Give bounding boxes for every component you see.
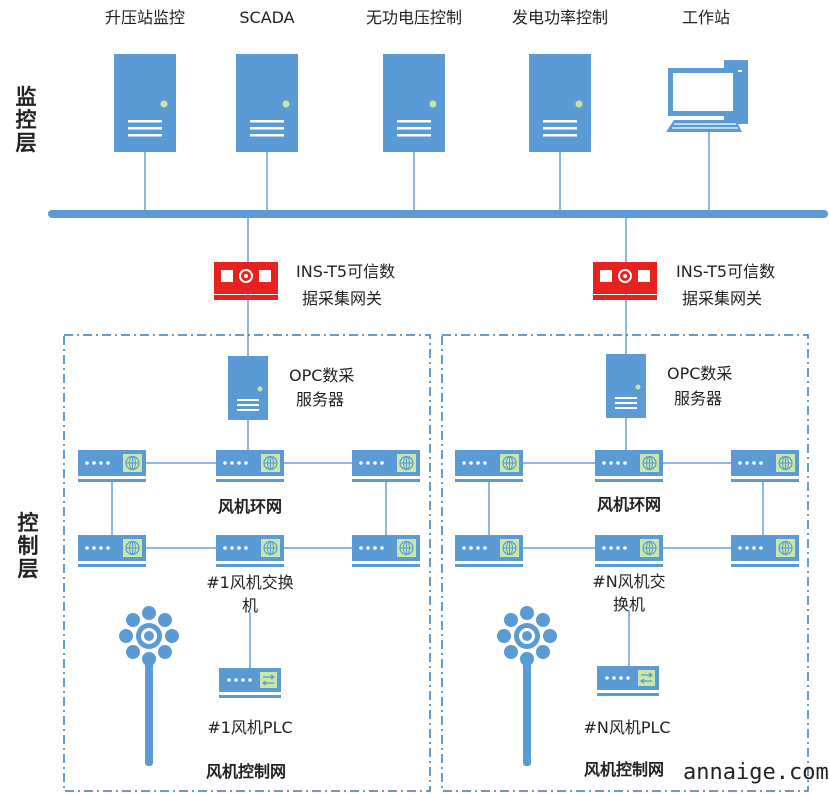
plc-left-icon (218, 667, 282, 699)
control-layer-label: 控制层 (17, 511, 39, 581)
active-label: 发电功率控制 (511, 8, 608, 27)
monitor-layer-label: 监控层 (15, 85, 37, 155)
turbine-right-icon (497, 606, 557, 766)
gateway-right-icon (592, 261, 658, 301)
scada-server-icon (236, 54, 298, 152)
net-right-label: 风机控制网 (583, 760, 664, 779)
gateway-left-label-2: 据采集网关 (302, 289, 383, 308)
switch-right-bottom-3-icon (730, 534, 800, 568)
opc-left-label-1: OPC数采 (289, 366, 355, 385)
opc-left-label-2: 服务器 (296, 390, 345, 409)
opc-right-label-2: 服务器 (674, 389, 723, 408)
switch-left-bottom-2-icon (215, 534, 285, 568)
active-server-icon (529, 54, 591, 152)
plc-right-icon (596, 665, 660, 697)
switch-left-top-1-icon (77, 449, 147, 483)
plc-left-label: #1风机PLC (207, 718, 293, 737)
switch-right-label-1: #N风机交 (592, 572, 666, 591)
switch-right-bottom-1-icon (454, 534, 524, 568)
gateway-left-icon (213, 261, 279, 301)
gateway-right-label-1: INS-T5可信数 (676, 262, 776, 281)
ring-right-label: 风机环网 (596, 495, 661, 514)
opc-server-right-icon (606, 354, 646, 418)
right-control-zone (441, 334, 809, 792)
switch-right-label-2: 换机 (612, 595, 645, 614)
scada-label: SCADA (239, 8, 295, 27)
gateway-left-label-1: INS-T5可信数 (296, 262, 396, 281)
booster-label: 升压站监控 (104, 8, 185, 27)
reactive-server-icon (383, 54, 445, 152)
switch-left-bottom-3-icon (351, 534, 421, 568)
booster-server-icon (114, 54, 176, 152)
net-left-label: 风机控制网 (205, 762, 286, 781)
workstation-icon (666, 60, 748, 132)
opc-right-label-1: OPC数采 (667, 364, 733, 383)
left-control-zone (63, 334, 431, 792)
opc-server-left-icon (228, 356, 268, 420)
switch-left-top-3-icon (351, 449, 421, 483)
switch-left-bottom-1-icon (77, 534, 147, 568)
watermark: annaige.com (683, 760, 829, 785)
switch-right-top-3-icon (730, 449, 800, 483)
gateway-right-label-2: 据采集网关 (682, 289, 763, 308)
switch-right-top-2-icon (594, 449, 664, 483)
workstation-label: 工作站 (681, 8, 730, 27)
switch-left-top-2-icon (215, 449, 285, 483)
switch-right-top-1-icon (454, 449, 524, 483)
reactive-label: 无功电压控制 (365, 8, 462, 27)
ring-left-label: 风机环网 (217, 497, 282, 516)
plc-right-label: #N风机PLC (583, 718, 671, 737)
switch-right-bottom-2-icon (594, 534, 664, 568)
switch-left-label-1: #1风机交换 (206, 573, 294, 592)
turbine-left-icon (119, 606, 179, 766)
switch-left-label-2: 机 (241, 596, 258, 615)
